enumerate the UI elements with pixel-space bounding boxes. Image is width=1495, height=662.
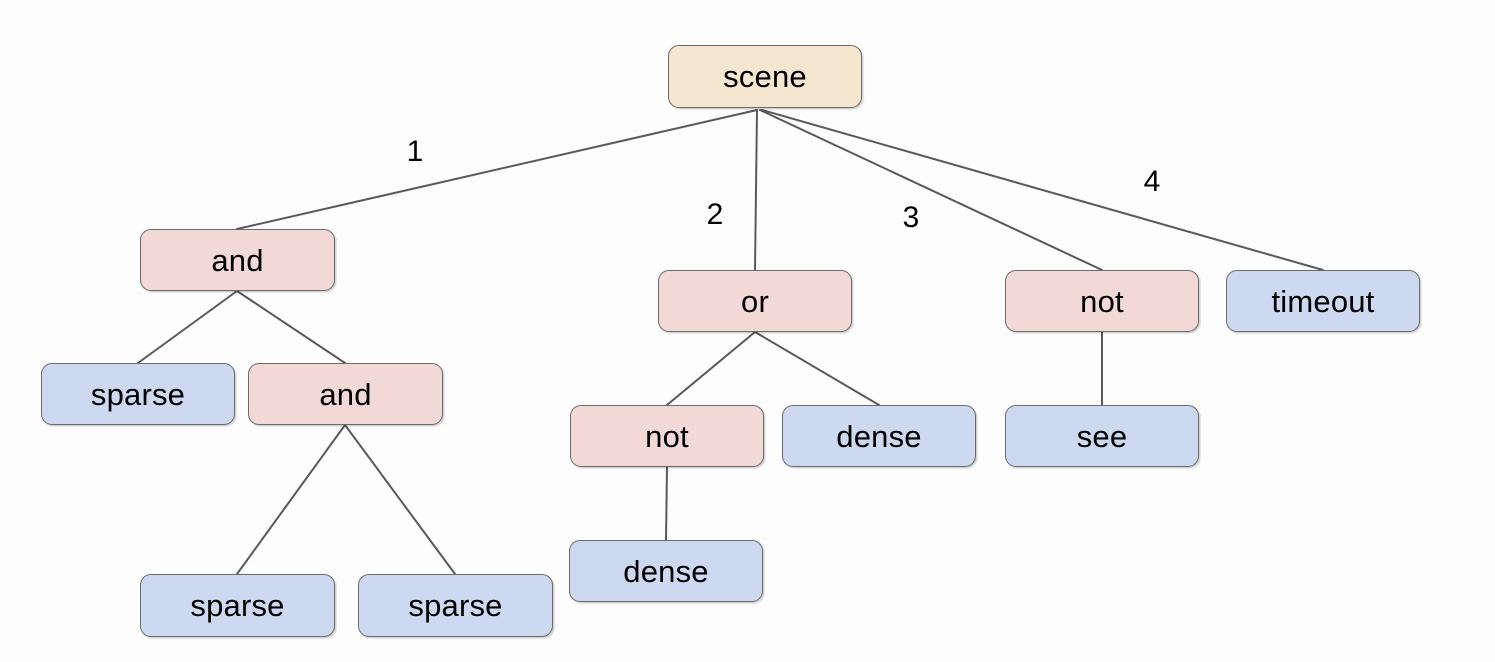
tree-edge-or1-to-not2 (666, 331, 756, 406)
tree-node-timeout[interactable]: timeout (1226, 270, 1420, 332)
edge-label-1: 1 (406, 135, 424, 168)
edge-label-4: 4 (1143, 165, 1161, 198)
tree-edge-and2-to-sparse3 (344, 424, 456, 575)
tree-edge-scene-to-not1 (759, 109, 1103, 271)
tree-node-label: dense (623, 553, 709, 589)
edge-label-3: 3 (902, 201, 920, 234)
tree-node-label: scene (723, 59, 807, 94)
tree-node-dense1[interactable]: dense (782, 405, 976, 467)
tree-node-label: not (1080, 283, 1124, 319)
tree-node-or1[interactable]: or (658, 270, 852, 332)
tree-edge-and2-to-sparse2 (236, 424, 346, 575)
tree-node-label: not (645, 418, 689, 454)
tree-node-scene[interactable]: scene (668, 45, 862, 108)
tree-node-label: sparse (408, 588, 503, 623)
tree-edge-and1-to-and2 (236, 290, 346, 364)
tree-edge-or1-to-dense1 (754, 331, 880, 406)
tree-node-not2[interactable]: not (570, 405, 764, 467)
tree-node-not1[interactable]: not (1005, 270, 1199, 332)
tree-edge-not2-to-dense2 (665, 466, 668, 541)
tree-edge-and1-to-sparse1 (137, 290, 238, 364)
tree-node-and1[interactable]: and (140, 229, 335, 291)
tree-node-label: sparse (90, 376, 186, 412)
tree-node-label: or (741, 283, 769, 319)
edge-label-2: 2 (706, 198, 724, 231)
tree-edge-scene-to-timeout (761, 109, 1324, 271)
tree-node-see[interactable]: see (1005, 405, 1199, 467)
tree-node-label: timeout (1271, 283, 1375, 319)
tree-edge-scene-to-or1 (754, 109, 758, 271)
tree-node-sparse1[interactable]: sparse (41, 363, 235, 425)
tree-node-label: and (211, 242, 264, 278)
tree-node-label: sparse (190, 588, 285, 623)
tree-node-label: see (1076, 418, 1128, 454)
tree-node-label: dense (836, 418, 922, 454)
tree-node-sparse2[interactable]: sparse (140, 574, 335, 637)
tree-node-and2[interactable]: and (248, 363, 443, 425)
tree-node-sparse3[interactable]: sparse (358, 574, 553, 637)
tree-node-label: and (319, 376, 372, 412)
tree-node-dense2[interactable]: dense (569, 540, 763, 602)
tree-edge-scene-to-and1 (236, 109, 758, 230)
